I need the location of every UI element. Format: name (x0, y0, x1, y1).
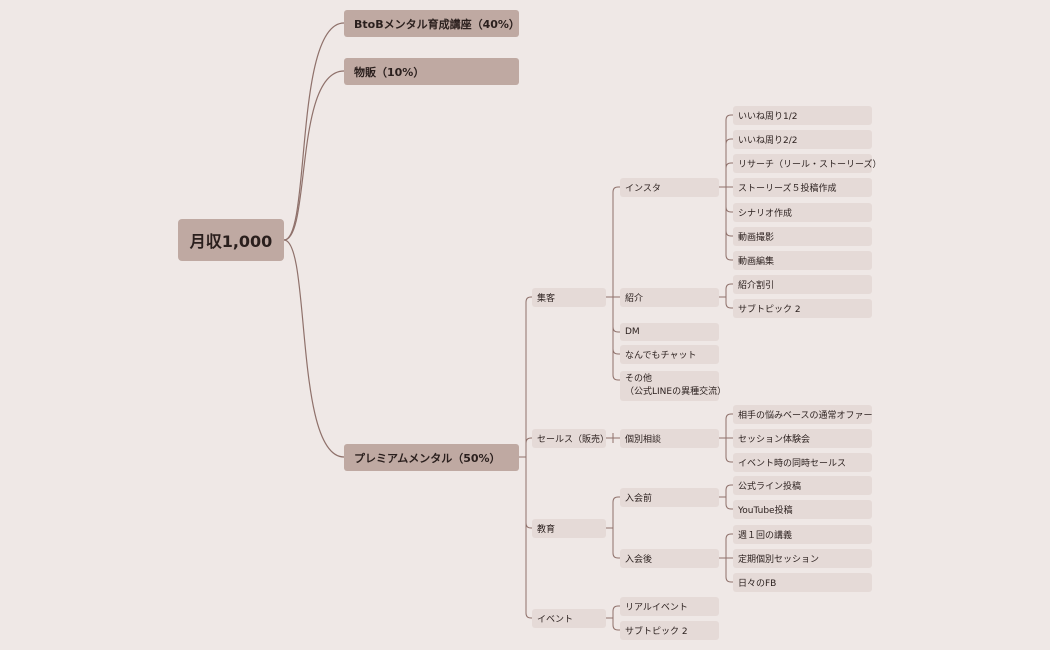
branch-buppan[interactable]: 物販（10%） (344, 58, 519, 85)
leaf-nyukai-go-item[interactable]: 週１回の講義 (733, 525, 872, 544)
connector-bracket (719, 114, 733, 261)
branch-btob-mental[interactable]: BtoBメンタル育成講座（40%） (344, 10, 520, 37)
leaf-shokai-item[interactable]: サブトピック 2 (733, 299, 872, 318)
branch-premium-mental[interactable]: プレミアムメンタル（50%） (344, 444, 519, 471)
node-kyoiku[interactable]: 教育 (532, 519, 606, 538)
connector-curve (283, 70, 345, 241)
node-real-event[interactable]: リアルイベント (620, 597, 719, 616)
leaf-insta-item[interactable]: いいね周り2/2 (733, 130, 872, 149)
connector-bracket (719, 413, 733, 463)
root-node[interactable]: 月収1,000 (178, 219, 284, 261)
connector-bracket (719, 283, 733, 309)
node-other[interactable]: その他 （公式LINEの異種交流） (620, 371, 726, 401)
leaf-insta-item[interactable]: いいね周り1/2 (733, 106, 872, 125)
connector-bracket (606, 496, 620, 559)
leaf-insta-item[interactable]: 動画編集 (733, 251, 872, 270)
leaf-insta-item[interactable]: 動画撮影 (733, 227, 872, 246)
node-shokai[interactable]: 紹介 (620, 288, 719, 307)
leaf-nyukai-mae-item[interactable]: YouTube投稿 (733, 500, 872, 519)
leaf-insta-item[interactable]: リサーチ（リール・ストーリーズ） (733, 154, 882, 173)
connector-curve (283, 239, 345, 458)
node-nyukai-go[interactable]: 入会後 (620, 549, 719, 568)
leaf-nyukai-mae-item[interactable]: 公式ライン投稿 (733, 476, 872, 495)
leaf-insta-item[interactable]: シナリオ作成 (733, 203, 872, 222)
leaf-kobetsu-item[interactable]: セッション体験会 (733, 429, 872, 448)
leaf-kobetsu-item[interactable]: 相手の悩みベースの通常オファー (733, 405, 873, 424)
node-event[interactable]: イベント (532, 609, 606, 628)
node-shukyaku[interactable]: 集客 (532, 288, 606, 307)
connector-bracket (606, 605, 620, 631)
node-dm[interactable]: DM (620, 323, 719, 341)
connector-bracket (719, 484, 733, 510)
leaf-kobetsu-item[interactable]: イベント時の同時セールス (733, 453, 872, 472)
node-event-subtopic[interactable]: サブトピック 2 (620, 621, 719, 640)
connector-curve (283, 22, 345, 241)
leaf-nyukai-go-item[interactable]: 定期個別セッション (733, 549, 872, 568)
connector-bracket (606, 186, 620, 381)
node-insta[interactable]: インスタ (620, 178, 719, 197)
node-kobetsu-sodan[interactable]: 個別相談 (620, 429, 719, 448)
leaf-nyukai-go-item[interactable]: 日々のFB (733, 573, 872, 592)
node-sales[interactable]: セールス（販売） (532, 429, 609, 448)
node-nyukai-mae[interactable]: 入会前 (620, 488, 719, 507)
leaf-insta-item[interactable]: ストーリーズ５投稿作成 (733, 178, 872, 197)
connector-bracket (719, 533, 733, 583)
leaf-shokai-item[interactable]: 紹介割引 (733, 275, 872, 294)
connector-bracket (519, 296, 532, 619)
node-chat[interactable]: なんでもチャット (620, 345, 719, 364)
connector-bracket (606, 433, 620, 443)
